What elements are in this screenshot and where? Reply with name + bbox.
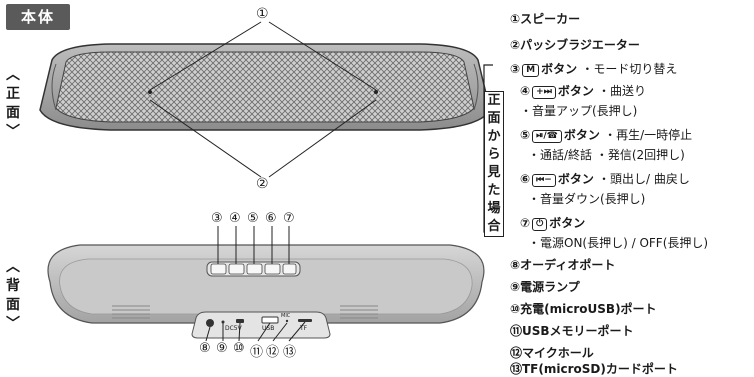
prev-track-icon: ⏮− (532, 174, 556, 187)
part-6: ⑥⏮−ボタン ・頭出し/ 曲戻し (520, 172, 690, 187)
part-11: ⑪USBメモリーポート (510, 324, 634, 338)
port-label-tf: TF (300, 325, 308, 332)
part-4: ④+⏭ボタン ・曲送り (520, 84, 647, 99)
part-2: ②パッシブラジエーター (510, 38, 640, 52)
part-13: ⑬TF(microSD)カードポート (510, 362, 678, 376)
port-label-mic: MIC (281, 313, 291, 319)
front-view (39, 43, 491, 131)
part-10: ⑩充電(microUSB)ポート (510, 302, 657, 316)
part-9: ⑨電源ランプ (510, 280, 580, 294)
callout-12: ⑫ (266, 345, 280, 360)
port-label-usb: USB (262, 325, 275, 332)
part-1: ①スピーカー (510, 12, 581, 26)
back-view (47, 244, 485, 339)
callout-8: ⑧ (199, 341, 211, 356)
front-side-label: ︿正面﹀ (6, 67, 20, 140)
part-7-desc-2: ・電源ON(長押し) / OFF(長押し) (528, 236, 709, 250)
section-tag: 本体 (6, 4, 70, 30)
power-icon: ⏻ (532, 218, 548, 231)
callout-7: ⑦ (283, 211, 295, 226)
play-pause-call-icon: ⏯/☎ (532, 130, 562, 143)
part-6-desc-2: ・音量ダウン(長押し) (528, 192, 646, 206)
next-track-icon: +⏭ (532, 86, 556, 99)
callout-3: ③ (211, 211, 223, 226)
part-4-desc-2: ・音量アップ(長押し) (520, 104, 638, 118)
callout-13: ⑬ (283, 345, 297, 360)
part-5: ⑤⏯/☎ボタン ・再生/一時停止 (520, 128, 693, 143)
callout-10: ⑩ (233, 341, 245, 356)
mode-button-icon: M (522, 64, 540, 77)
callout-5: ⑤ (247, 211, 259, 226)
callout-6: ⑥ (265, 211, 277, 226)
callout-9: ⑨ (216, 341, 228, 356)
part-5-desc-2: ・通話/終話 ・発信(2回押し) (528, 148, 685, 162)
part-12: ⑫マイクホール (510, 346, 594, 360)
callout-2: ② (256, 176, 269, 192)
part-7: ⑦⏻ボタン (520, 216, 586, 231)
port-label-dc: DC5V (225, 325, 242, 332)
part-8: ⑧オーディオポート (510, 258, 616, 272)
callout-11: ⑪ (250, 345, 264, 360)
callout-4: ④ (229, 211, 241, 226)
front-view-bracket-label: 正面から見た場合 (484, 91, 504, 237)
callout-1: ① (256, 6, 269, 22)
back-side-label: ︿背面﹀ (6, 259, 20, 332)
